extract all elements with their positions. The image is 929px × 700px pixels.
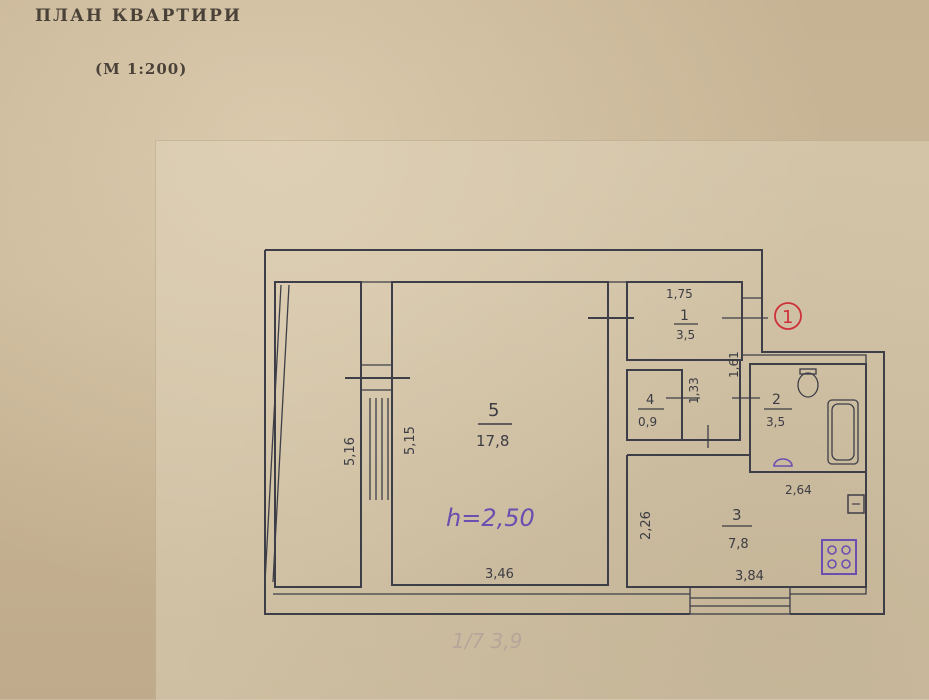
room-3-number: 3 (732, 506, 742, 524)
tracing-sheet (155, 140, 929, 700)
stair-block (345, 364, 410, 500)
meter-icon (847, 494, 865, 514)
room-1-area: 3,5 (676, 328, 695, 342)
room-2-number: 2 (772, 392, 781, 408)
window-block (689, 586, 791, 615)
room-3-width: 3,84 (735, 569, 764, 584)
room-5 (391, 281, 634, 586)
room-4 (626, 369, 700, 441)
room-5-area: 17,8 (476, 432, 509, 450)
room-3-depth: 2,26 (639, 511, 654, 540)
room-3-area: 7,8 (728, 537, 749, 552)
ceiling-height-note: h=2,50 (446, 504, 535, 532)
entrance-marker: 1 (774, 302, 802, 330)
room-1-depth: 1,61 (727, 351, 741, 378)
room-5-width: 3,46 (485, 567, 514, 582)
room-3 (626, 454, 867, 615)
toilet-icon (797, 372, 819, 398)
room-4-number: 4 (646, 393, 654, 408)
room-3-width-top: 2,64 (785, 483, 812, 497)
room-2-area: 3,5 (766, 415, 785, 429)
balcony-room (264, 281, 362, 588)
room-1-number: 1 (680, 308, 689, 324)
room-1 (626, 281, 768, 361)
sink-icon (773, 458, 793, 467)
page-title: ПЛАН КВАРТИРИ (35, 6, 242, 26)
room-5-number: 5 (488, 400, 499, 421)
entrance-marker-number: 1 (782, 307, 793, 328)
stove-icon (821, 539, 857, 575)
room-2 (732, 363, 867, 473)
scale-label: (М 1:200) (95, 60, 188, 78)
faded-note: 1/7 3,9 (452, 629, 522, 653)
room-5-length: 5,15 (403, 426, 418, 455)
outer-walls (264, 249, 885, 615)
room-4-depth: 1,33 (687, 377, 701, 404)
room-4-area: 0,9 (638, 415, 657, 429)
room-1-width: 1,75 (666, 287, 693, 301)
bathtub-icon (827, 399, 859, 465)
corridor (682, 360, 741, 448)
balcony-length: 5,16 (343, 437, 358, 466)
